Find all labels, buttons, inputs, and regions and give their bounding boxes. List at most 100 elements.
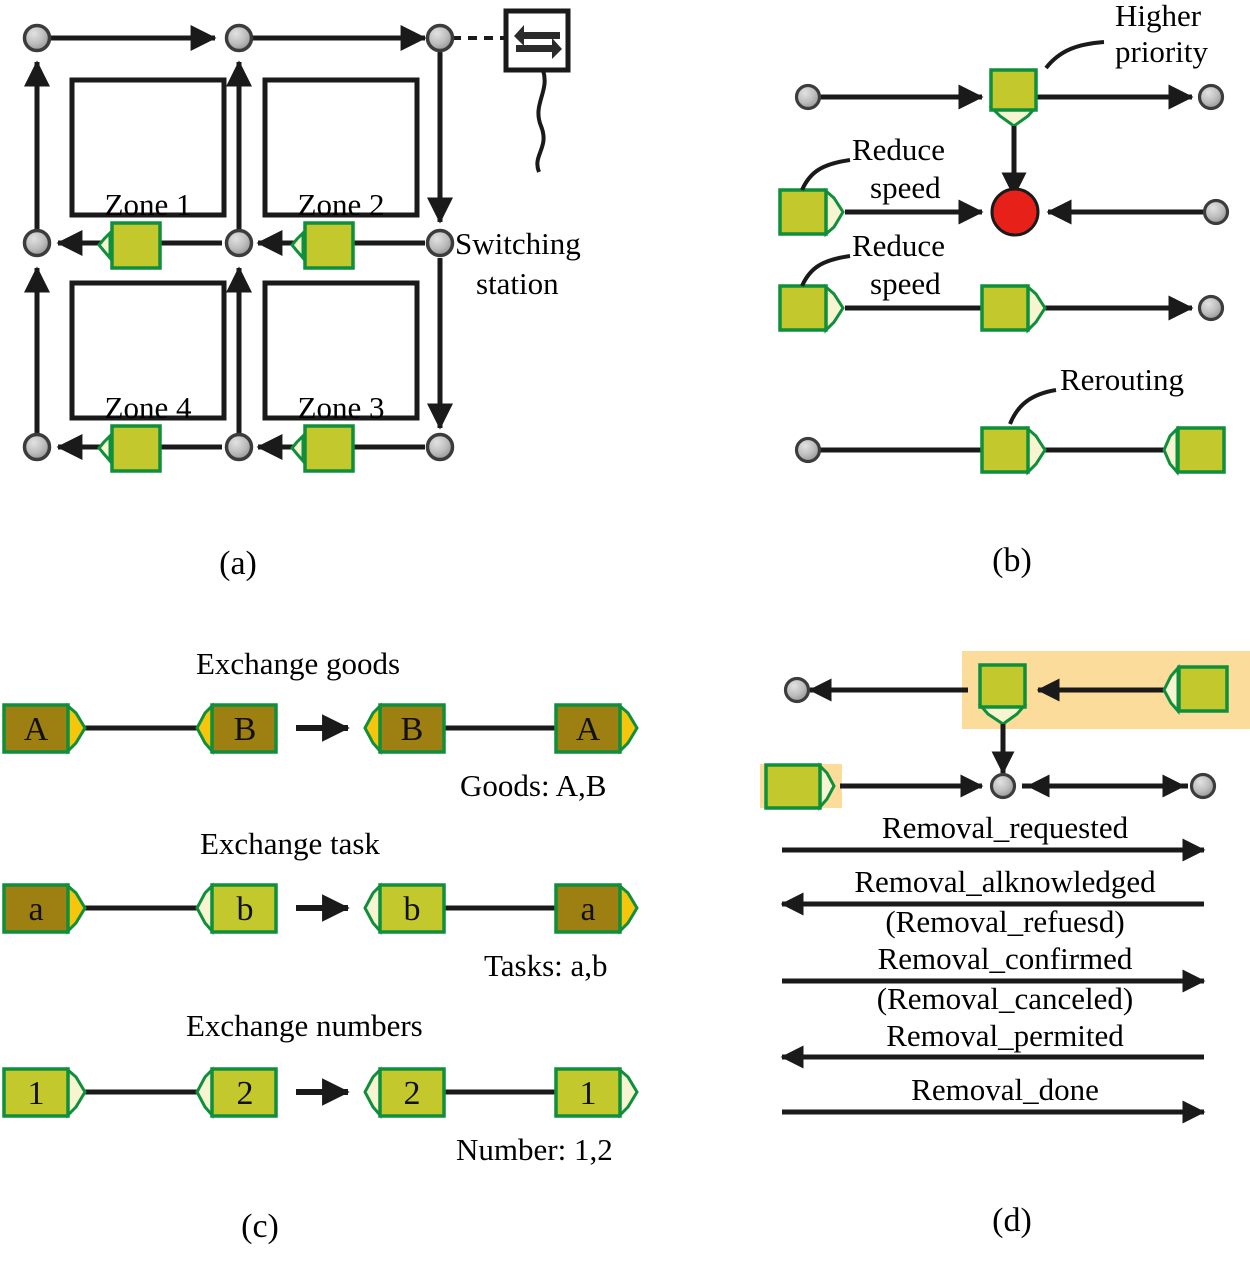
- agv-goods-right-before: [195, 702, 278, 755]
- exchange-numbers-title: Exchange numbers: [186, 1008, 423, 1043]
- exchange-goods-title: Exchange goods: [196, 646, 401, 681]
- agv-payload-A-before: A: [24, 711, 49, 748]
- switching-station-label-line2: station: [476, 266, 559, 301]
- panel-a: Zone 1 Zone 2 Zone 4 Zone 3 Switching st…: [0, 0, 640, 600]
- node[interactable]: [783, 676, 811, 704]
- agv-task-left-before: [2, 882, 87, 935]
- reduce-speed-2-label-line1: Reduce: [852, 228, 945, 263]
- agv-payload-B-after: B: [401, 711, 424, 748]
- node[interactable]: [425, 23, 455, 53]
- panel-b-caption: (b): [992, 542, 1032, 579]
- node[interactable]: [1189, 772, 1217, 800]
- zone-box-1: [69, 77, 227, 218]
- node[interactable]: [989, 772, 1017, 800]
- agv-blocking: [1162, 425, 1226, 476]
- zone-1-label: Zone 1: [104, 187, 192, 222]
- higher-priority-leader: [1044, 40, 1105, 70]
- panel-a-diagram: [22, 8, 571, 473]
- panel-d-diagram: [760, 651, 1250, 1124]
- agv-removal-requester: [1162, 664, 1229, 715]
- agv-goods-left-before: [2, 702, 87, 755]
- agv-task-right-after: [554, 882, 639, 935]
- panel-c-caption: (c): [241, 1208, 279, 1245]
- agv-number-left-after: [363, 1066, 446, 1119]
- node[interactable]: [22, 432, 52, 462]
- reduce-speed-1-leader: [800, 158, 851, 191]
- agv-payload-2-after: 2: [404, 1075, 421, 1112]
- agv-payload-A-after: A: [576, 711, 601, 748]
- agv-payload-2-before: 2: [237, 1075, 254, 1112]
- msg-label-removal-canceled: (Removal_canceled): [876, 981, 1134, 1016]
- switching-station-label-line1: Switching: [455, 226, 581, 261]
- panel-b: Higher priority Reduce speed Reduce spee…: [760, 0, 1250, 600]
- agv-reduce-speed-2: [778, 283, 845, 334]
- node[interactable]: [22, 23, 52, 53]
- agv-follower: [980, 283, 1047, 334]
- switching-station-icon: [514, 25, 562, 59]
- msg-label-removal-done: Removal_done: [911, 1072, 1099, 1107]
- node[interactable]: [224, 23, 254, 53]
- msg-label-removal-confirmed: Removal_confirmed: [877, 941, 1133, 976]
- panel-d-lower-track: [764, 762, 1217, 811]
- agv-zone-1: [97, 221, 162, 270]
- msg-label-removal-alknowledged: Removal_alknowledged: [854, 864, 1156, 899]
- rerouting-label: Rerouting: [1060, 362, 1184, 397]
- agv-payload-a-after: a: [580, 891, 595, 928]
- agv-payload-1-after: 1: [580, 1075, 597, 1112]
- agv-payload-b-before: b: [237, 891, 254, 928]
- node[interactable]: [794, 436, 822, 464]
- zone-2-label: Zone 2: [297, 187, 385, 222]
- node[interactable]: [794, 83, 822, 111]
- agv-zone-2: [290, 221, 355, 270]
- agv-task-right-before: [195, 882, 278, 935]
- row-conflict: [778, 158, 1230, 238]
- exchange-task-row: [2, 882, 639, 935]
- msg-label-removal-refuesd: (Removal_refuesd): [885, 904, 1125, 939]
- agv-payload-b-after: b: [404, 891, 421, 928]
- node[interactable]: [425, 432, 455, 462]
- node[interactable]: [1197, 294, 1225, 322]
- agv-removal-target: [977, 663, 1028, 726]
- panel-d-top-track: [783, 663, 1229, 726]
- switching-station-box[interactable]: [503, 8, 571, 73]
- higher-priority-label-line2: priority: [1115, 34, 1208, 69]
- agv-number-right-after: [554, 1066, 639, 1119]
- node[interactable]: [22, 228, 52, 258]
- agv-goods-left-after: [363, 702, 446, 755]
- higher-priority-label-line1: Higher: [1115, 0, 1202, 33]
- agv-payload-B-before: B: [234, 711, 257, 748]
- agv-payload-1-before: 1: [28, 1075, 45, 1112]
- reduce-speed-1-label-line2: speed: [870, 170, 941, 205]
- agv-zone-4: [97, 424, 162, 473]
- conflict-point[interactable]: [990, 187, 1040, 237]
- reduce-speed-2-leader: [800, 254, 851, 287]
- rerouting-leader: [1008, 388, 1057, 425]
- exchange-goods-result: Goods: A,B: [460, 768, 607, 803]
- panel-d-caption: (d): [992, 1202, 1032, 1239]
- msg-label-removal-permited: Removal_permited: [886, 1018, 1124, 1053]
- node[interactable]: [224, 228, 254, 258]
- panel-a-caption: (a): [219, 545, 257, 582]
- zone-box-2: [262, 77, 420, 218]
- row-priority: [794, 40, 1225, 128]
- agv-zone-3: [290, 424, 355, 473]
- agv-higher-priority: [988, 68, 1039, 128]
- zone-box-4: [69, 280, 227, 421]
- panel-d: Removal_requested Removal_alknowledged (…: [760, 640, 1250, 1264]
- agv-reduce-speed-1: [778, 187, 845, 238]
- row-reroute: [794, 388, 1226, 476]
- agv-task-left-after: [363, 882, 446, 935]
- reduce-speed-2-label-line2: speed: [870, 266, 941, 301]
- grid-nodes: [22, 23, 455, 462]
- agv-rerouting: [980, 425, 1047, 476]
- node[interactable]: [425, 228, 455, 258]
- exchange-goods-row: [2, 702, 639, 755]
- exchange-numbers-result: Number: 1,2: [456, 1132, 613, 1167]
- zone-3-label: Zone 3: [297, 390, 385, 425]
- node[interactable]: [224, 432, 254, 462]
- agv-removal-neighbor: [764, 762, 836, 811]
- node[interactable]: [1202, 198, 1230, 226]
- node[interactable]: [1197, 83, 1225, 111]
- agv-payload-a-before: a: [28, 891, 43, 928]
- panel-b-diagram: [778, 40, 1230, 476]
